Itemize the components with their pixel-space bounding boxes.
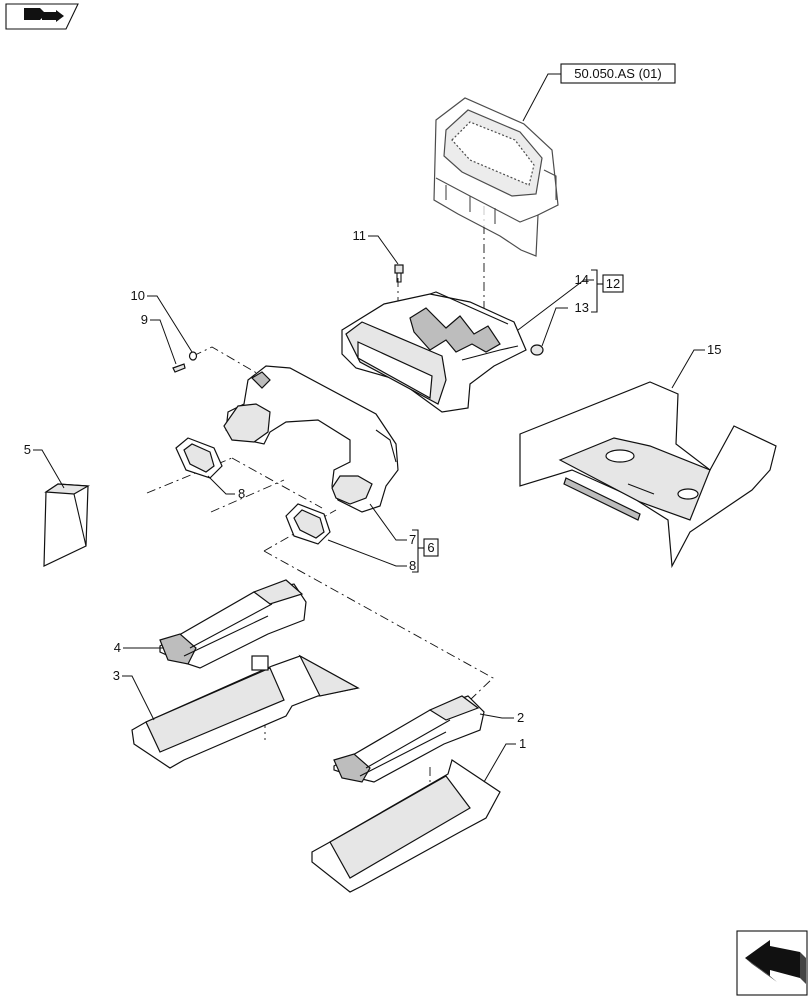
hvac-unit-reference-part — [433, 97, 559, 257]
callout-11[interactable]: 11 — [353, 228, 367, 243]
part-2-right-outlet-duct[interactable] — [333, 695, 485, 783]
callout-4[interactable]: 4 — [114, 640, 121, 655]
callout-labels: 1 2 3 4 5 7 8 8 9 10 11 13 14 15 — [24, 228, 722, 751]
group-callout-12[interactable]: 12 — [602, 274, 624, 293]
view-navigation-icon[interactable] — [5, 3, 79, 30]
part-3-left-floor-duct[interactable] — [131, 654, 360, 769]
callout-15[interactable]: 15 — [707, 342, 721, 357]
part-1-right-floor-duct[interactable] — [311, 759, 501, 893]
part-10-washer[interactable] — [188, 351, 198, 361]
callout-9[interactable]: 9 — [141, 312, 148, 327]
previous-page-arrow-icon[interactable] — [736, 930, 808, 996]
callout-8-lower[interactable]: 8 — [409, 558, 416, 573]
reference-label: 50.050.AS (01) — [574, 66, 661, 81]
group-brackets — [412, 269, 603, 573]
reference-link[interactable]: 50.050.AS (01) — [560, 63, 676, 84]
part-8-grommet-lower[interactable] — [285, 503, 331, 545]
part-13-clip[interactable] — [530, 344, 544, 356]
callout-5[interactable]: 5 — [24, 442, 31, 457]
callout-1[interactable]: 1 — [519, 736, 526, 751]
callout-6-label: 6 — [427, 540, 434, 555]
callout-14[interactable]: 14 — [575, 272, 589, 287]
part-4-left-outlet-duct[interactable] — [159, 579, 307, 669]
part-7-distribution-duct[interactable] — [223, 365, 399, 513]
callout-3[interactable]: 3 — [113, 668, 120, 683]
part-9-screw[interactable] — [172, 363, 186, 373]
reference-leader — [522, 73, 561, 122]
part-8-grommet-upper[interactable] — [175, 437, 223, 479]
leader-lines — [33, 235, 705, 783]
callout-2[interactable]: 2 — [517, 710, 524, 725]
callout-13[interactable]: 13 — [575, 300, 589, 315]
part-15-floor-mat[interactable] — [519, 381, 777, 569]
part-11-screw[interactable] — [394, 264, 404, 283]
callout-12-label: 12 — [606, 276, 620, 291]
callout-7[interactable]: 7 — [409, 532, 416, 547]
callout-10[interactable]: 10 — [131, 288, 145, 303]
part-14-upper-air-duct[interactable] — [341, 291, 527, 413]
group-callout-6[interactable]: 6 — [423, 538, 439, 557]
part-5-foam-block[interactable] — [43, 483, 91, 567]
callout-8-upper[interactable]: 8 — [238, 486, 245, 501]
